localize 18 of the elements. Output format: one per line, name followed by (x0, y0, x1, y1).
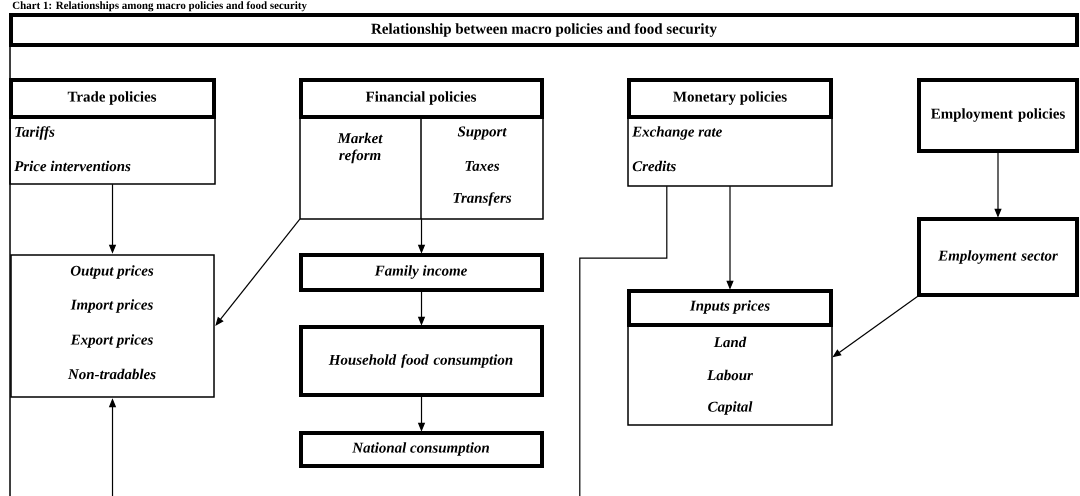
chart-title: Chart 1: Relationships among macro policies and food security (12, 1, 307, 12)
node-label: Monetary policies (673, 91, 787, 105)
node-label: Financial policies (365, 91, 477, 105)
policy-box: Monetary policies Exchange rate Credits (627, 78, 833, 187)
arrow (215, 218, 301, 326)
node-label: Inputs prices (689, 300, 770, 314)
income-box: Family income (299, 253, 544, 292)
consumption-box: Household food consumption (299, 325, 544, 397)
policy-box: Financial policies Market reform Support Taxes Transfers (299, 78, 544, 220)
arrow (832, 295, 919, 358)
node-label: Trade policies (67, 91, 157, 105)
banner: Relationship between macro policies and food security (9, 13, 1079, 47)
consumption-box: National consumption (299, 431, 544, 468)
policy-box: Employment policies (917, 78, 1079, 153)
prices-box: Output prices Import prices Export prices Non-tradables (10, 254, 215, 398)
sector-box: Employment sector (917, 217, 1079, 297)
policy-box: Trade policies Tariffs Price interventions (9, 78, 216, 185)
prices-box: Inputs prices Land Labour Capital (627, 289, 833, 426)
